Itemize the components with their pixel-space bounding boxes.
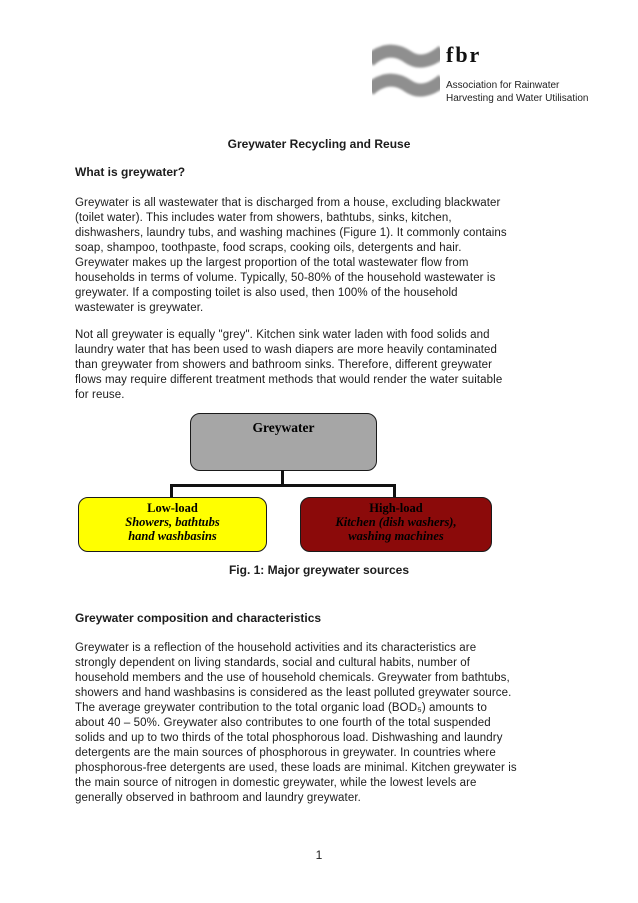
text-line: soap, shampoo, toothpaste, food scraps, … — [75, 242, 462, 254]
diagram-node-detail: washing machines — [348, 529, 444, 543]
text-line: Greywater is a reflection of the househo… — [75, 642, 477, 654]
paragraph: Greywater is all wastewater that is disc… — [75, 196, 580, 316]
connector-line — [170, 484, 396, 487]
document-title: Greywater Recycling and Reuse — [227, 137, 411, 151]
diagram-node-detail: Kitchen (dish washers), — [335, 515, 457, 529]
waves-logo-icon — [372, 44, 440, 97]
text-line: than greywater from showers and bathroom… — [75, 359, 493, 371]
section-heading-composition: Greywater composition and characteristic… — [75, 611, 322, 625]
text-line: for reuse. — [75, 389, 125, 401]
logo-org-line2: Harvesting and Water Utilisation — [446, 93, 589, 104]
diagram-node-title: Low-load — [147, 501, 198, 515]
text-line: greywater. If a composting toilet is als… — [75, 287, 458, 299]
text-line: about 40 – 50%. Greywater also contribut… — [75, 717, 491, 729]
text-line: (toilet water). This includes water from… — [75, 212, 452, 224]
diagram-node-detail: hand washbasins — [128, 529, 217, 543]
text-line: Not all greywater is equally "grey". Kit… — [75, 329, 490, 341]
text-line: wastewater is greywater. — [75, 302, 204, 314]
connector-line — [393, 486, 396, 498]
text-line: strongly dependent on living standards, … — [75, 657, 471, 669]
wave-bottom — [372, 73, 440, 97]
text-line: dishwashers, laundry tubs, and washing m… — [75, 227, 507, 239]
page-number: 1 — [315, 848, 323, 862]
text-line: household members and the use of househo… — [75, 672, 510, 684]
wave-top — [372, 44, 440, 68]
text-line: Greywater makes up the largest proportio… — [75, 257, 469, 269]
connector-line — [281, 470, 284, 484]
logo-brand-text: fbr — [446, 42, 482, 67]
text-line: phosphorous-free detergents are used, th… — [75, 762, 517, 774]
text-line: solids and up to two thirds of the total… — [75, 732, 503, 744]
diagram-node-title: High-load — [369, 501, 423, 515]
text-line: The average greywater contribution to th… — [75, 702, 487, 714]
text-line: laundry water that has been used to wash… — [75, 344, 498, 356]
text-line: Greywater is all wastewater that is disc… — [75, 197, 501, 209]
diagram-node-high-load: High-load Kitchen (dish washers), washin… — [300, 497, 492, 552]
connector-line — [170, 486, 173, 498]
text-line: showers and hand washbasins is considere… — [75, 687, 512, 699]
diagram-node-detail: Showers, bathtubs — [125, 515, 220, 529]
diagram-node-greywater: Greywater — [190, 413, 377, 471]
figure-1-diagram: Greywater Low-load Showers, bathtubs han… — [0, 410, 638, 585]
text-line: the main source of nitrogen in domestic … — [75, 777, 477, 789]
logo-org-name: Association for Rainwater Harvesting and… — [446, 79, 588, 105]
logo-org-line1: Association for Rainwater — [446, 80, 560, 91]
text-line: flows may require different treatment me… — [75, 374, 503, 386]
text-line: detergents are the main sources of phosp… — [75, 747, 496, 759]
section-heading-what-is-greywater: What is greywater? — [75, 165, 186, 179]
paragraph: Not all greywater is equally "grey". Kit… — [75, 328, 580, 403]
diagram-node-low-load: Low-load Showers, bathtubs hand washbasi… — [78, 497, 267, 552]
text-line: households in terms of volume. Typically… — [75, 272, 496, 284]
text-line: generally observed in bathroom and laund… — [75, 792, 361, 804]
diagram-node-label: Greywater — [252, 420, 315, 435]
figure-caption: Fig. 1: Major greywater sources — [228, 563, 410, 577]
paragraph: Greywater is a reflection of the househo… — [75, 641, 580, 806]
